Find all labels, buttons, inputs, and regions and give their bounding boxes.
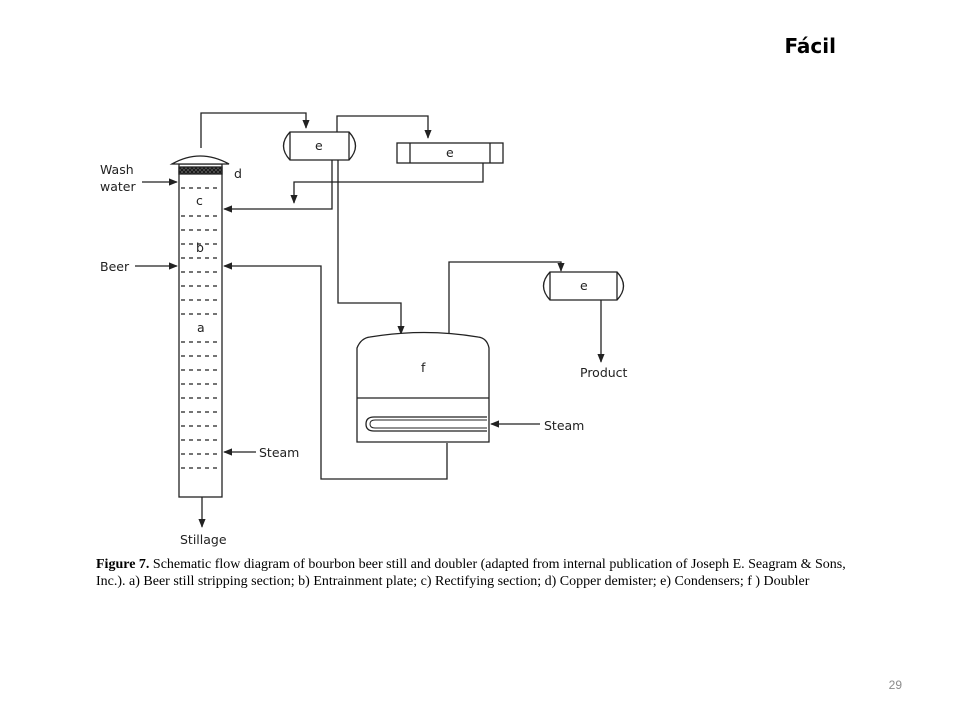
doubler-steam-coil-inner: [369, 419, 487, 429]
stripping-label: a: [197, 320, 205, 335]
doubler-label: f: [421, 360, 426, 375]
vapor-line-to-second-condenser: [336, 115, 432, 139]
line-to-doubler: [337, 160, 405, 335]
doubler-vessel: [356, 331, 490, 443]
figure-caption: Figure 7. Schematic flow diagram of bour…: [96, 556, 868, 590]
figure-caption-text: Schematic flow diagram of bourbon beer s…: [96, 557, 846, 589]
stillage-label: Stillage: [180, 532, 227, 547]
beer-label: Beer: [100, 259, 130, 274]
wash-water-label: Wash: [100, 162, 134, 177]
page-number: 29: [888, 678, 902, 692]
figure-label: Figure 7.: [96, 557, 150, 572]
corner-label: Fácil: [784, 34, 836, 58]
condenser-3-label: e: [580, 278, 588, 293]
flow-diagram: Wash water Beer d c b a Steam Stillage e…: [100, 112, 628, 547]
entrainment-label: b: [196, 240, 204, 255]
doubler-return-line: [223, 262, 448, 480]
rectifying-label: c: [196, 193, 203, 208]
column-plates: [181, 187, 220, 469]
product-label: Product: [580, 365, 628, 380]
doubler-vapor-line: [448, 261, 565, 334]
demister-label: d: [234, 166, 242, 181]
steam-doubler-label: Steam: [544, 418, 584, 433]
condenser-3: [542, 271, 625, 301]
vapor-line-to-condenser: [200, 112, 310, 148]
condenser-2: [396, 142, 504, 164]
condenser-1: [282, 131, 357, 161]
reflux-line-second-condenser: [290, 163, 484, 204]
wash-water-label-2: water: [100, 179, 136, 194]
beer-still-column: [169, 155, 230, 498]
doubler-steam-coil: [365, 416, 487, 432]
condenser-2-label: e: [446, 145, 454, 160]
reflux-line-to-rectifying: [223, 160, 333, 213]
copper-demister: [178, 166, 223, 175]
steam-column-label: Steam: [259, 445, 299, 460]
condenser-1-label: e: [315, 138, 323, 153]
